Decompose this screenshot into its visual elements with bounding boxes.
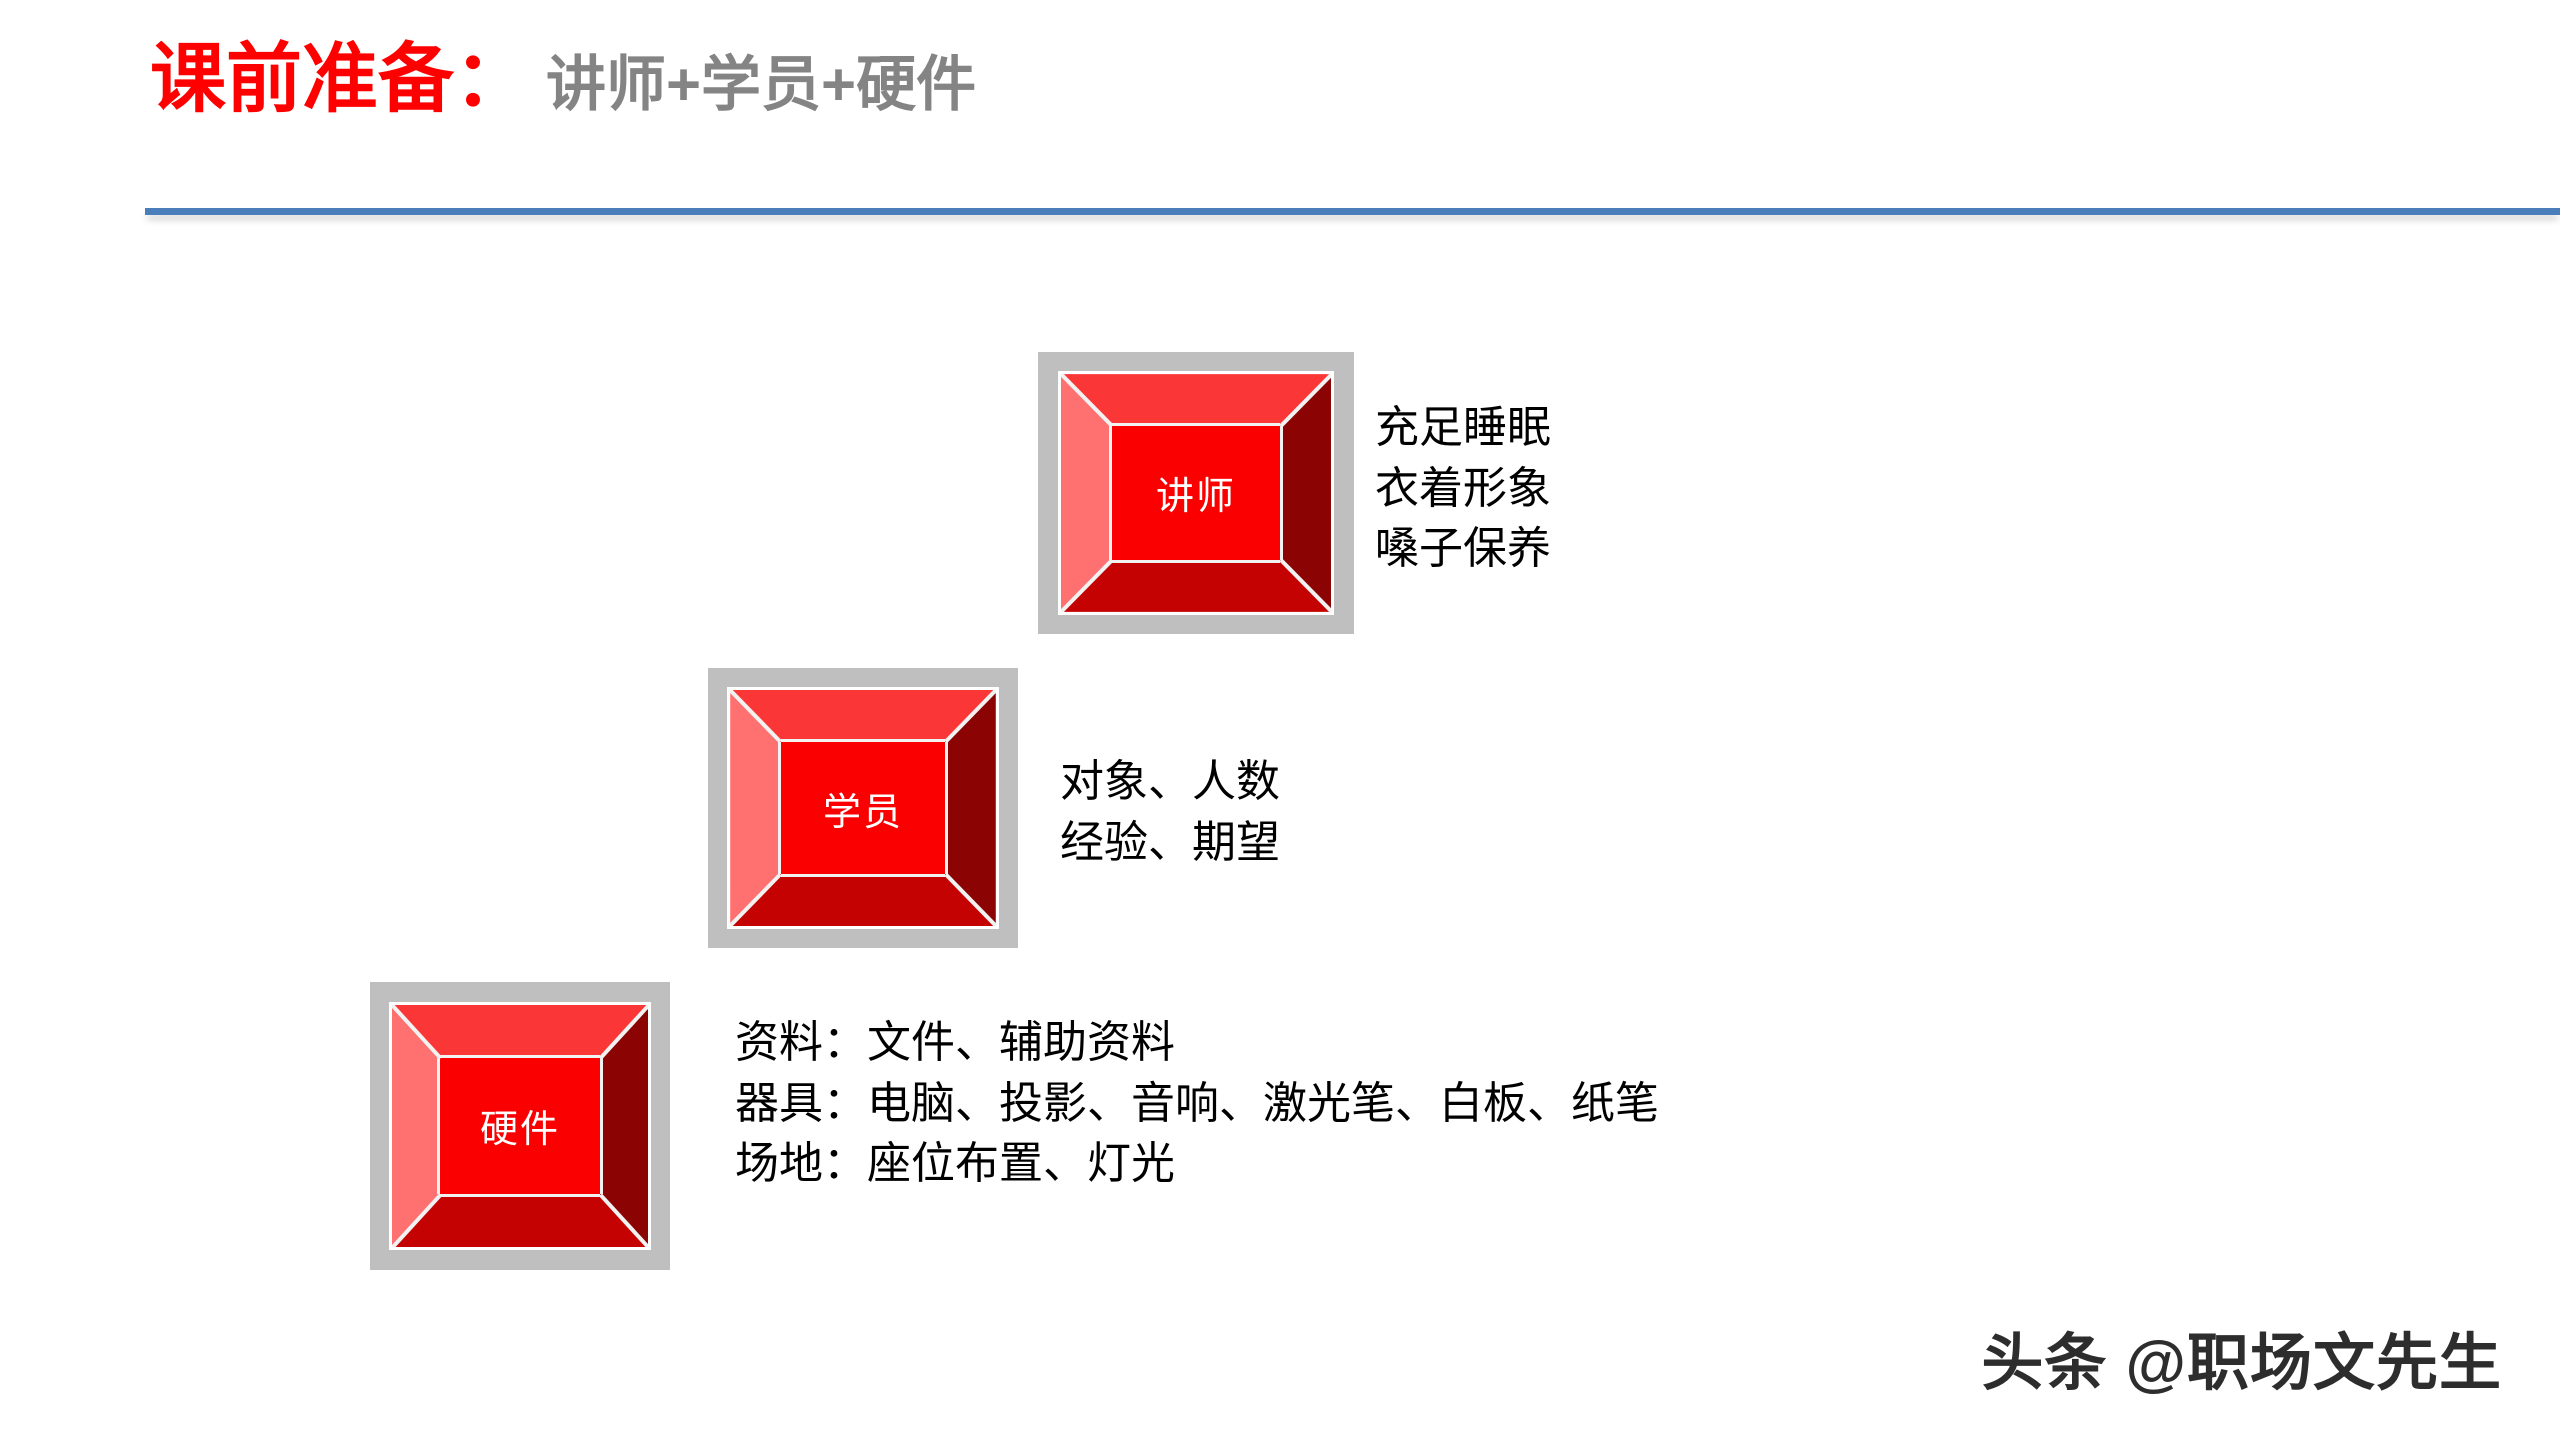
box-bevel: 讲师 xyxy=(1060,374,1332,612)
box-inner-frame: 学员 xyxy=(727,687,999,929)
box-inner-frame: 硬件 xyxy=(388,1001,652,1251)
description-instructor: 充足睡眠 衣着形象 嗓子保养 xyxy=(1375,398,1551,580)
description-line: 场地：座位布置、灯光 xyxy=(735,1139,1175,1189)
box-label: 硬件 xyxy=(479,1109,560,1152)
description-line: 经验、期望 xyxy=(1060,817,1280,867)
page-title-main: 课前准备： xyxy=(150,37,530,122)
description-line: 器具：电脑、投影、音响、激光笔、白板、纸笔 xyxy=(735,1078,1659,1128)
description-line: 资料：文件、辅助资料 xyxy=(735,1018,1175,1067)
concept-box-instructor[interactable]: 讲师 xyxy=(1038,352,1354,634)
description-hardware: 资料：文件、辅助资料 器具：电脑、投影、音响、激光笔、白板、纸笔 场地：座位布置… xyxy=(735,1013,1659,1195)
slide-header: 课前准备：讲师+学员+硬件 xyxy=(0,0,2560,230)
title-divider xyxy=(145,208,2560,215)
box-bevel: 硬件 xyxy=(391,1004,649,1248)
box-face-center: 学员 xyxy=(780,741,946,875)
concept-box-hardware[interactable]: 硬件 xyxy=(370,982,670,1270)
watermark: 头条 @职场文先生 xyxy=(1981,1329,2502,1398)
description-student: 对象、人数 经验、期望 xyxy=(1060,752,1280,873)
box-face-center: 硬件 xyxy=(440,1058,600,1194)
box-bevel: 学员 xyxy=(730,690,996,926)
page-title: 课前准备：讲师+学员+硬件 xyxy=(150,42,976,118)
concept-box-student[interactable]: 学员 xyxy=(708,668,1018,948)
box-label: 学员 xyxy=(822,791,903,834)
page-title-subtitle: 讲师+学员+硬件 xyxy=(546,51,977,118)
box-label: 讲师 xyxy=(1155,476,1236,519)
box-inner-frame: 讲师 xyxy=(1057,371,1335,615)
description-line: 充足睡眠 xyxy=(1375,403,1551,452)
description-line: 衣着形象 xyxy=(1375,463,1551,513)
description-line: 嗓子保养 xyxy=(1375,524,1551,574)
box-face-center: 讲师 xyxy=(1112,426,1280,560)
description-line: 对象、人数 xyxy=(1060,757,1280,806)
